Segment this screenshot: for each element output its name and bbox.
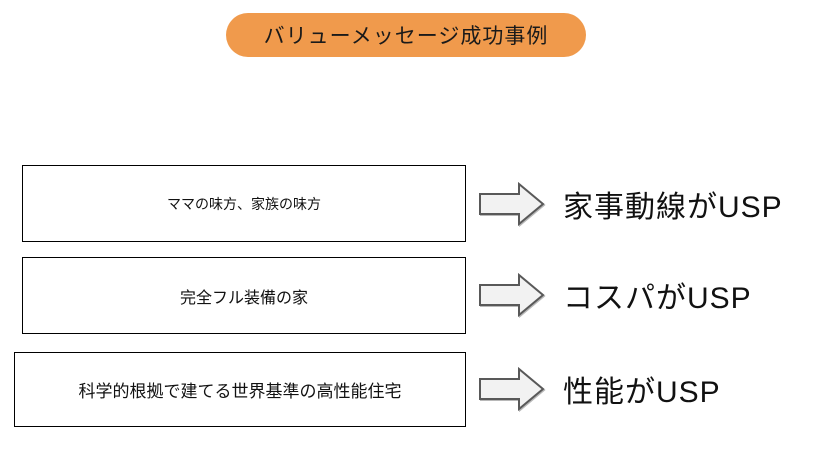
- value-message-label: 完全フル装備の家: [179, 289, 308, 307]
- usp-result-label: 家事動線がUSP: [563, 191, 783, 224]
- block-arrow-right-icon: [479, 273, 546, 317]
- usp-result-label: コスパがUSP: [563, 282, 752, 315]
- value-message-label: ママの味方、家族の味方: [167, 195, 321, 212]
- value-message-label: 科学的根拠で建てる世界基準の高性能住宅: [78, 382, 402, 401]
- title-banner: バリューメッセージ成功事例: [226, 13, 586, 57]
- usp-result-label: 性能がUSP: [563, 376, 721, 409]
- value-message-box-1: ママの味方、家族の味方: [22, 165, 466, 242]
- value-message-box-2: 完全フル装備の家: [22, 257, 466, 334]
- value-message-box-3: 科学的根拠で建てる世界基準の高性能住宅: [14, 352, 466, 427]
- block-arrow-right-icon: [479, 367, 546, 411]
- block-arrow-right-icon: [479, 182, 546, 226]
- page-title: バリューメッセージ成功事例: [263, 25, 549, 48]
